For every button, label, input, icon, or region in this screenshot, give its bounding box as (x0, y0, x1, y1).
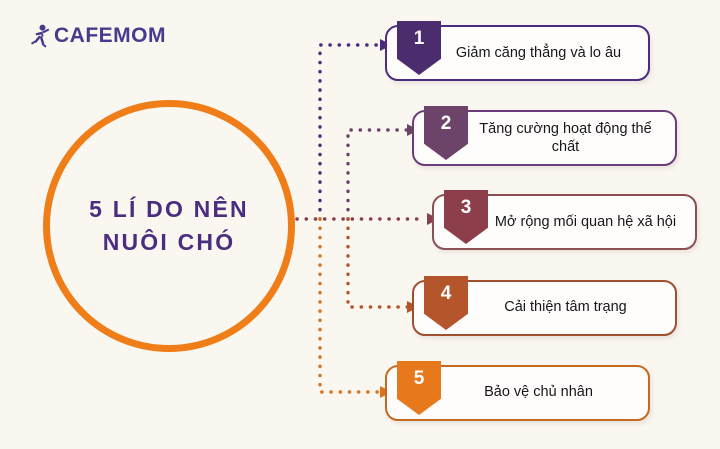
reason-label-3: Mở rộng mối quan hệ xã hội (494, 213, 677, 230)
reason-label-2: Tăng cường hoạt động thể chất (479, 120, 652, 155)
reason-number-1: 1 (413, 28, 425, 49)
reason-card-1[interactable]: 1 Giảm căng thẳng và lo âu (385, 21, 650, 81)
reason-badge-4: 4 (424, 276, 468, 330)
cafemom-wordmark: CAFEMOM (54, 24, 166, 47)
reason-number-5: 5 (413, 368, 425, 389)
reason-card-4[interactable]: 4 Cải thiện tâm trạng (412, 276, 677, 336)
person-jumping-icon (31, 24, 50, 48)
reason-number-3: 3 (460, 197, 472, 218)
reason-label-1: Giảm căng thẳng và lo âu (455, 44, 622, 61)
reason-badge-3: 3 (444, 190, 488, 244)
reason-badge-1: 1 (397, 21, 441, 75)
connector-item-5 (318, 217, 384, 394)
hub-circle: 5 LÍ DO NÊN NUÔI CHÓ (43, 100, 295, 352)
cafemom-logo: CAFEMOM (30, 24, 166, 48)
reason-card-5[interactable]: 5 Bảo vệ chủ nhân (385, 361, 650, 421)
reason-badge-5: 5 (397, 361, 441, 415)
connector-item-4 (346, 217, 411, 309)
hub-title: 5 LÍ DO NÊN NUÔI CHÓ (89, 195, 249, 255)
reason-card-3[interactable]: 3 Mở rộng mối quan hệ xã hội (432, 190, 697, 250)
reason-card-2[interactable]: 2 Tăng cường hoạt động thể chất (412, 106, 677, 166)
connector-item-1 (318, 43, 384, 221)
reason-number-4: 4 (440, 283, 452, 304)
reason-label-4: Cải thiện tâm trạng (504, 299, 627, 316)
reason-label-5: Bảo vệ chủ nhân (484, 384, 593, 401)
reason-number-2: 2 (440, 113, 452, 134)
connector-item-2 (346, 128, 411, 221)
